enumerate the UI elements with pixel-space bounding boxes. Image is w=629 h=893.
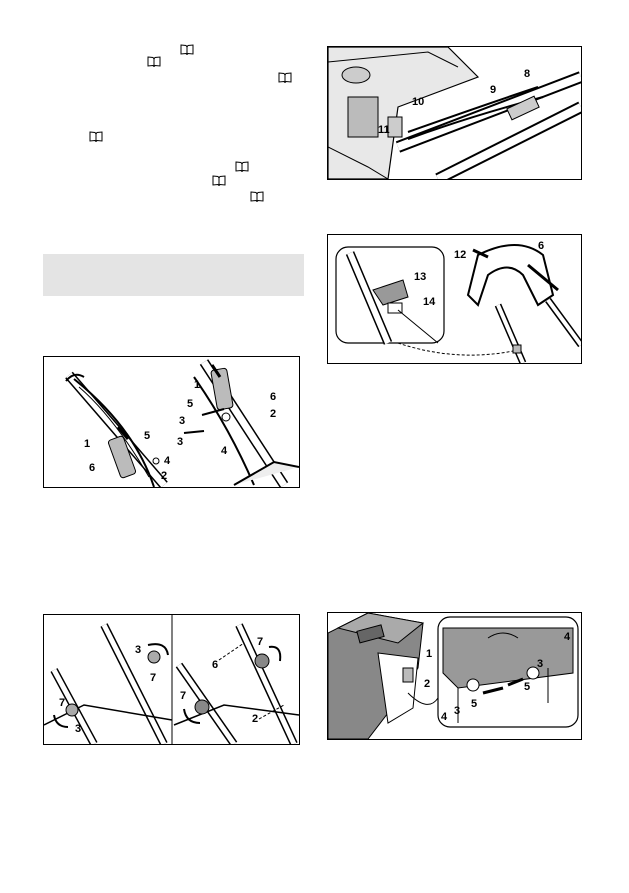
fig-c-label-10: 10 bbox=[412, 96, 424, 108]
figure-handle-knobs: 3 7 7 3 7 6 7 2 bbox=[43, 614, 300, 745]
fig-a-label-2b: 2 bbox=[270, 408, 276, 420]
book-icon bbox=[250, 191, 264, 202]
fig-e-label-2: 2 bbox=[424, 678, 430, 690]
fig-a-label-2: 2 bbox=[161, 470, 167, 482]
fig-c-label-9: 9 bbox=[490, 84, 496, 96]
fig-c-label-11: 11 bbox=[378, 124, 390, 136]
fig-a-label-1: 1 bbox=[84, 438, 90, 450]
fig-a-label-6: 6 bbox=[89, 462, 95, 474]
fig-b-label-2: 2 bbox=[252, 713, 258, 725]
figure-handle-detail: 12 6 13 14 bbox=[327, 234, 582, 364]
figure-engine-cable: 8 9 10 11 bbox=[327, 46, 582, 180]
fig-e-label-5: 5 bbox=[471, 698, 477, 710]
figure-handle-cable-clips: 1 5 3 4 2 6 1 5 3 4 2 6 bbox=[43, 356, 300, 488]
book-icon bbox=[147, 56, 161, 67]
fig-a-label-3b: 3 bbox=[179, 415, 185, 427]
fig-a-label-5: 5 bbox=[144, 430, 150, 442]
fig-b-label-7b: 7 bbox=[59, 697, 65, 709]
fig-e-label-3: 3 bbox=[454, 705, 460, 717]
fig-d-label-13: 13 bbox=[414, 271, 426, 283]
fig-d-label-6: 6 bbox=[538, 240, 544, 252]
book-icon bbox=[212, 175, 226, 186]
fig-c-label-8: 8 bbox=[524, 68, 530, 80]
fig-b-label-7c: 7 bbox=[257, 636, 263, 648]
fig-d-label-14: 14 bbox=[423, 296, 436, 308]
section-heading-box bbox=[43, 254, 304, 296]
fig-a-label-3: 3 bbox=[177, 436, 183, 448]
fig-e-label-3b: 3 bbox=[537, 658, 543, 670]
fig-b-label-6: 6 bbox=[212, 659, 218, 671]
fig-a-label-6b: 6 bbox=[270, 391, 276, 403]
book-icon bbox=[180, 44, 194, 55]
fig-e-label-1: 1 bbox=[426, 648, 432, 660]
fig-d-label-12: 12 bbox=[454, 249, 466, 261]
fig-a-label-4b: 4 bbox=[221, 445, 228, 457]
figure-grass-catcher: 1 2 4 3 5 5 3 4 bbox=[327, 612, 582, 740]
fig-a-label-1b: 1 bbox=[194, 379, 200, 391]
fig-e-label-5b: 5 bbox=[524, 681, 530, 693]
book-icon bbox=[235, 161, 249, 172]
fig-e-label-4b: 4 bbox=[564, 631, 571, 643]
fig-b-label-7d: 7 bbox=[180, 690, 186, 702]
book-icon bbox=[278, 72, 292, 83]
fig-b-label-7: 7 bbox=[150, 672, 156, 684]
fig-e-label-4: 4 bbox=[441, 711, 448, 723]
fig-a-label-4: 4 bbox=[164, 455, 171, 467]
book-icon bbox=[89, 131, 103, 142]
fig-a-label-5b: 5 bbox=[187, 398, 193, 410]
fig-b-label-3: 3 bbox=[135, 644, 141, 656]
fig-b-label-3b: 3 bbox=[75, 723, 81, 735]
